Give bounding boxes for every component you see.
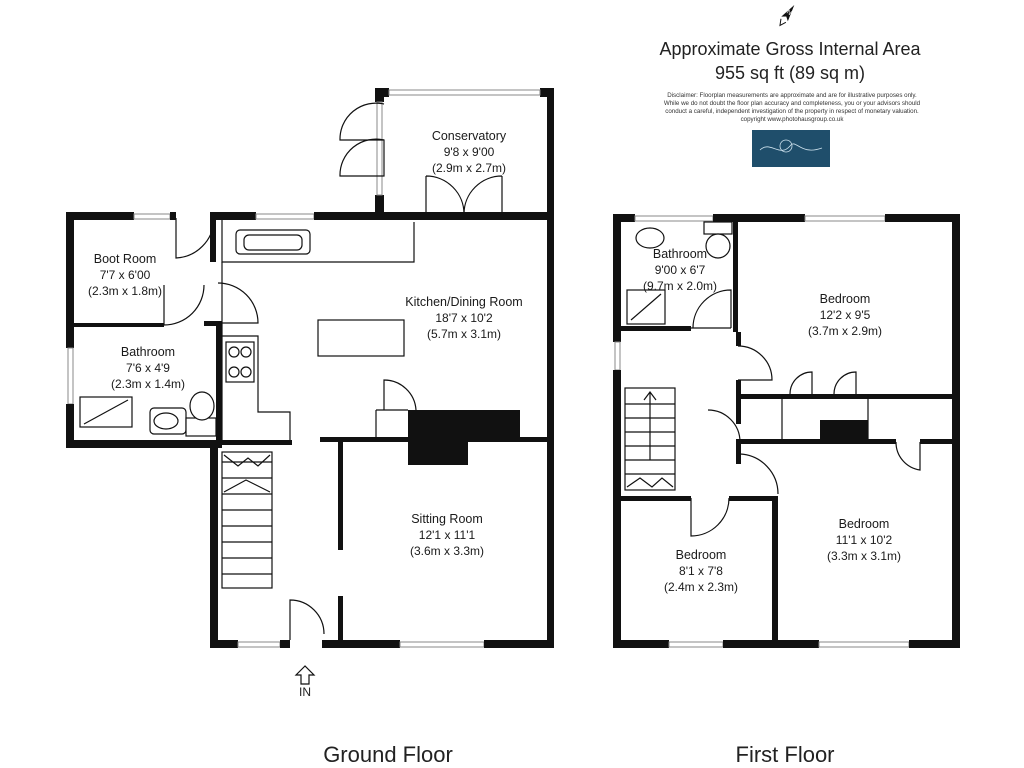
room-name: Bedroom bbox=[676, 548, 727, 562]
room-first-bathroom: Bathroom 9'00 x 6'7 (9.7m x 2.0m) bbox=[643, 247, 717, 293]
room-dimensions-metric: (5.7m x 3.1m) bbox=[427, 327, 501, 341]
room-dimensions-metric: (9.7m x 2.0m) bbox=[643, 279, 717, 293]
compass-label: N bbox=[785, 9, 792, 16]
room-ground-bathroom: Bathroom 7'6 x 4'9 (2.3m x 1.4m) bbox=[111, 345, 185, 391]
room-dimensions: 12'1 x 11'1 bbox=[419, 528, 476, 542]
room-bedroom-2: Bedroom 11'1 x 10'2 (3.3m x 3.1m) bbox=[827, 517, 901, 563]
first-floor-label: First Floor bbox=[736, 742, 835, 767]
room-dimensions: 9'8 x 9'00 bbox=[444, 145, 495, 159]
room-name: Bedroom bbox=[820, 292, 871, 306]
room-dimensions: 12'2 x 9'5 bbox=[820, 308, 871, 322]
disclaimer-line-4: copyright www.photohausgroup.co.uk bbox=[741, 116, 845, 123]
room-bedroom-1: Bedroom 12'2 x 9'5 (3.7m x 2.9m) bbox=[808, 292, 882, 338]
room-sitting-room: Sitting Room 12'1 x 11'1 (3.6m x 3.3m) bbox=[410, 512, 484, 558]
disclaimer-line-2: While we do not doubt the floor plan acc… bbox=[664, 100, 921, 107]
room-bedroom-3: Bedroom 8'1 x 7'8 (2.4m x 2.3m) bbox=[664, 548, 738, 594]
room-name: Bedroom bbox=[839, 517, 890, 531]
room-name: Bathroom bbox=[653, 247, 707, 261]
room-name: Bathroom bbox=[121, 345, 175, 359]
room-name: Boot Room bbox=[94, 252, 157, 266]
area-value: 955 sq ft (89 sq m) bbox=[715, 63, 865, 83]
room-dimensions: 8'1 x 7'8 bbox=[679, 564, 723, 578]
area-title: Approximate Gross Internal Area bbox=[659, 39, 921, 59]
first-floor-plan bbox=[613, 214, 960, 648]
room-name: Conservatory bbox=[432, 129, 507, 143]
ground-floor-plan: IN bbox=[66, 88, 554, 699]
room-name: Kitchen/Dining Room bbox=[405, 295, 522, 309]
room-dimensions-metric: (3.7m x 2.9m) bbox=[808, 324, 882, 338]
disclaimer-line-3: conduct a careful, independent investiga… bbox=[665, 108, 919, 115]
room-kitchen-dining: Kitchen/Dining Room 18'7 x 10'2 (5.7m x … bbox=[405, 295, 522, 341]
room-dimensions-metric: (2.3m x 1.8m) bbox=[88, 284, 162, 298]
room-dimensions-metric: (2.9m x 2.7m) bbox=[432, 161, 506, 175]
room-dimensions: 9'00 x 6'7 bbox=[655, 263, 706, 277]
room-conservatory: Conservatory 9'8 x 9'00 (2.9m x 2.7m) bbox=[432, 129, 507, 175]
room-dimensions-metric: (2.3m x 1.4m) bbox=[111, 377, 185, 391]
entry-label: IN bbox=[299, 685, 311, 699]
room-dimensions: 11'1 x 10'2 bbox=[836, 533, 893, 547]
room-dimensions: 7'6 x 4'9 bbox=[126, 361, 170, 375]
room-dimensions: 7'7 x 6'00 bbox=[100, 268, 151, 282]
disclaimer-line-1: Disclaimer: Floorplan measurements are a… bbox=[667, 92, 917, 99]
room-dimensions: 18'7 x 10'2 bbox=[435, 311, 493, 325]
room-name: Sitting Room bbox=[411, 512, 483, 526]
room-boot-room: Boot Room 7'7 x 6'00 (2.3m x 1.8m) bbox=[88, 252, 162, 298]
room-dimensions-metric: (2.4m x 2.3m) bbox=[664, 580, 738, 594]
ground-floor-label: Ground Floor bbox=[323, 742, 453, 767]
room-dimensions-metric: (3.6m x 3.3m) bbox=[410, 544, 484, 558]
room-dimensions-metric: (3.3m x 3.1m) bbox=[827, 549, 901, 563]
agent-logo bbox=[752, 130, 830, 167]
compass: N bbox=[779, 4, 795, 27]
